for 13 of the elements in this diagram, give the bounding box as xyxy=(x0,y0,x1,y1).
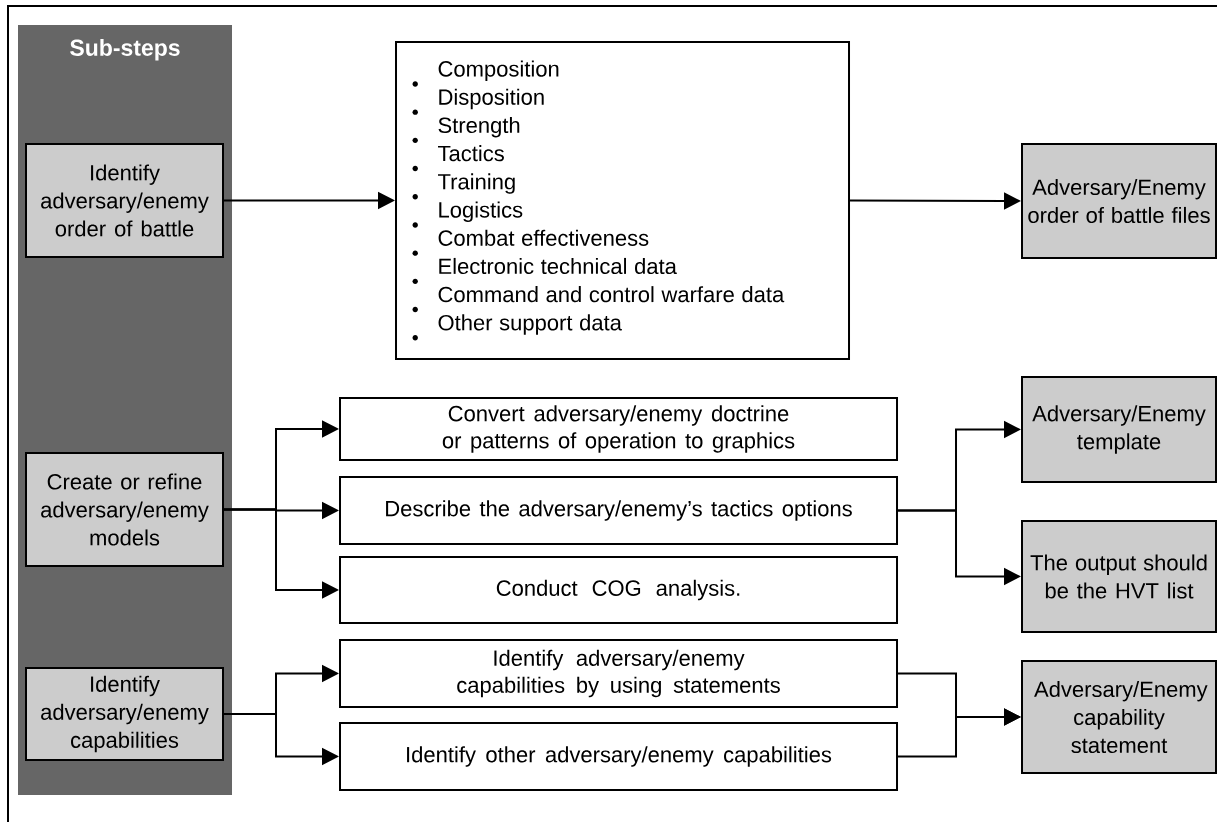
sub-step-box: Identify adversary/enemy order of battle xyxy=(25,143,224,258)
output-box: The output should be the HVT list xyxy=(1021,520,1217,633)
task-box: Convert adversary/enemy doctrine or patterns of operation to graphics xyxy=(339,397,898,461)
task-box: Conduct COG analysis. xyxy=(339,556,898,624)
output-box: Adversary/Enemy order of battle files xyxy=(1021,143,1217,259)
task-box: Identify other adversary/enemy capabilities xyxy=(339,722,898,791)
output-box: Adversary/Enemy capability statement xyxy=(1021,660,1217,774)
task-box: Identify adversary/enemy capabilities by using statements xyxy=(339,639,898,708)
output-box: Adversary/Enemy template xyxy=(1021,376,1217,483)
sub-step-box: Create or refine adversary/enemy models xyxy=(25,452,224,567)
task-box: Describe the adversary/enemy’s tactics options xyxy=(339,476,898,545)
sub-step-box: Identify adversary/enemy capabilities xyxy=(25,667,224,761)
bullet-list-box: Composition Disposition Strength Tactics Training Logistics Combat effectiveness Electronic technical data Command and control warfare data Other support data xyxy=(395,41,850,360)
